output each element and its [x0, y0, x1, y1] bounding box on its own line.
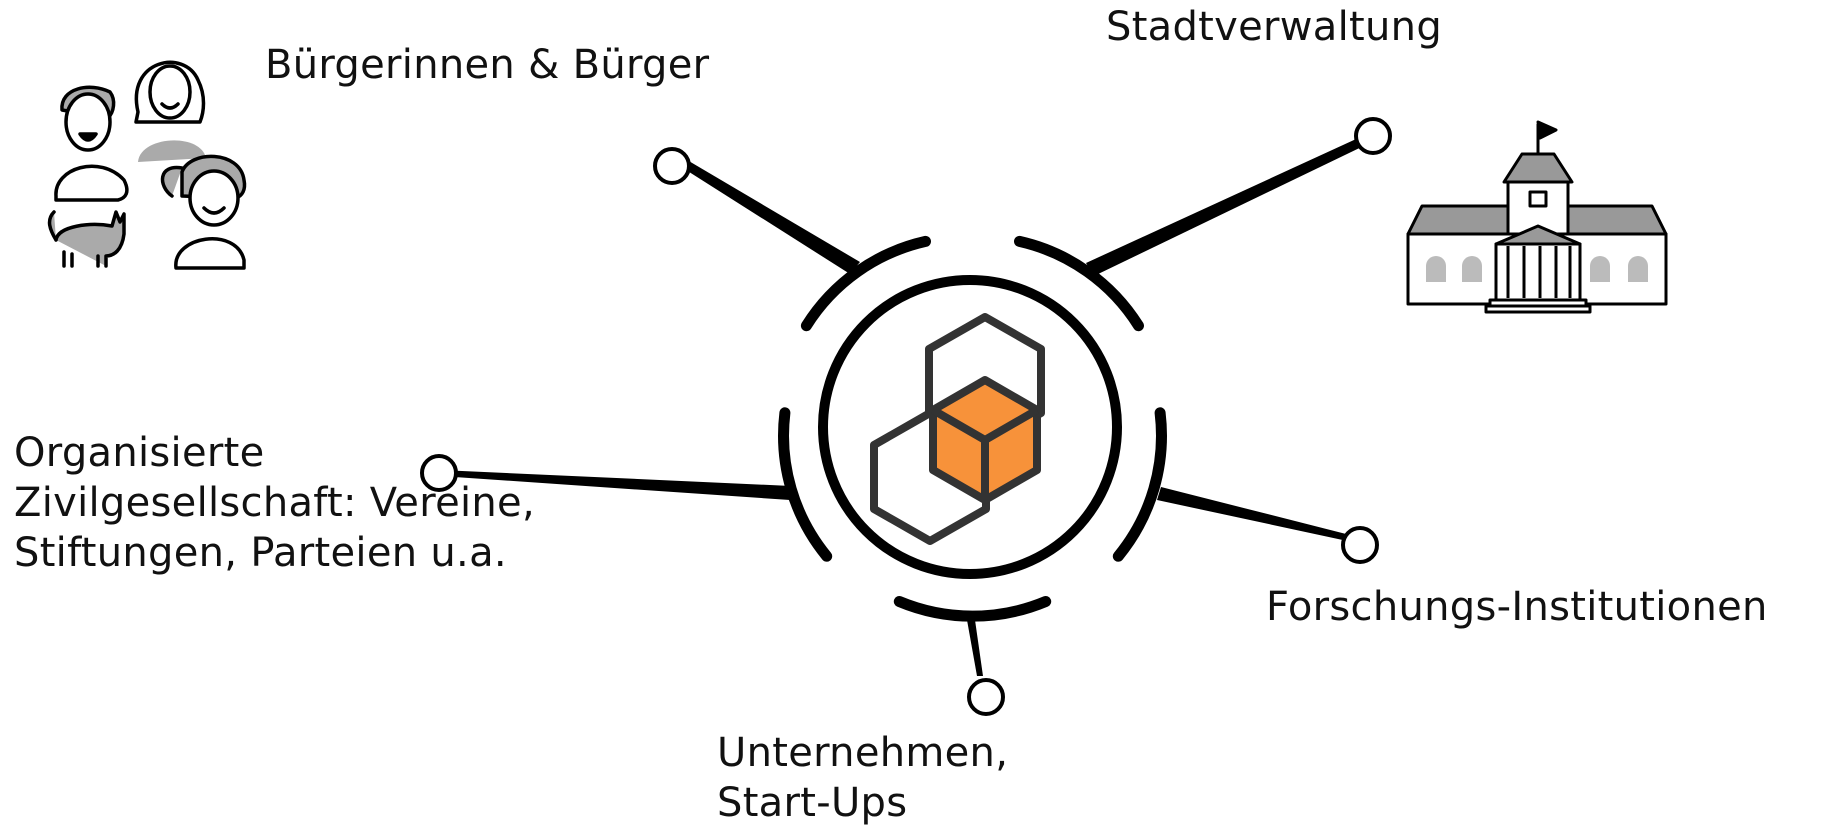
- node-citizens: [653, 147, 691, 185]
- connector-citizens: [675, 157, 860, 274]
- hall-roof-left: [1406, 204, 1510, 236]
- girl-ponytail: [160, 165, 184, 198]
- label-civil-society-line-2: Zivilgesellschaft: Vereine,: [14, 480, 535, 526]
- man-face: [64, 92, 112, 152]
- people-group-illustration-icon: [47, 60, 247, 270]
- hexagon-cube-logo-icon: [870, 313, 1045, 545]
- woman-smile: [160, 102, 180, 110]
- label-civil-society-line-1: Organisierte: [14, 430, 265, 476]
- connector-administration: [1086, 134, 1374, 276]
- girl-face: [188, 169, 240, 227]
- hall-tower-roof: [1502, 152, 1574, 184]
- woman-face: [148, 64, 192, 120]
- hall-columns: [1506, 246, 1572, 298]
- ring-arc-left: [778, 407, 833, 562]
- connector-companies: [967, 620, 983, 676]
- label-companies-line-2: Start-Ups: [717, 780, 908, 826]
- label-civil-society-line-3: Stiftungen, Parteien u.a.: [14, 530, 507, 576]
- hall-portico: [1494, 242, 1582, 302]
- town-hall-illustration-icon: [1406, 120, 1668, 314]
- node-civil-society: [420, 454, 458, 492]
- cat-body: [47, 210, 126, 268]
- label-civil-society: Organisierte Zivilgesellschaft: Vereine,…: [14, 428, 535, 578]
- ring-arc-top-left: [800, 235, 931, 332]
- man-mouth: [78, 132, 98, 142]
- connector-nodes: [420, 117, 1392, 716]
- node-companies: [967, 678, 1005, 716]
- connector-civil-society: [440, 470, 791, 500]
- label-companies-line-1: Unternehmen,: [717, 730, 1009, 776]
- man-body: [54, 164, 129, 202]
- hall-tower-window: [1528, 190, 1548, 208]
- connector-research: [1157, 487, 1352, 542]
- ring-arc-top-right: [1014, 235, 1144, 332]
- label-companies: Unternehmen, Start-Ups: [717, 728, 1008, 828]
- woman-shoulders: [138, 140, 206, 162]
- label-research: Forschungs-Institutionen: [1266, 584, 1768, 630]
- girl-body: [174, 237, 246, 270]
- hub-outer-ring: [778, 235, 1167, 622]
- ring-arc-right: [1112, 407, 1167, 562]
- hall-steps-2: [1484, 304, 1592, 314]
- connectors: [440, 134, 1374, 676]
- girl-smile: [202, 206, 226, 215]
- label-administration: Stadtverwaltung: [1106, 4, 1443, 50]
- hall-flag: [1536, 120, 1558, 140]
- ring-arc-bottom: [893, 596, 1052, 622]
- hall-roof-right: [1566, 204, 1668, 236]
- node-research: [1341, 526, 1379, 564]
- node-administration: [1354, 117, 1392, 155]
- label-citizens: Bürgerinnen & Bürger: [265, 42, 710, 88]
